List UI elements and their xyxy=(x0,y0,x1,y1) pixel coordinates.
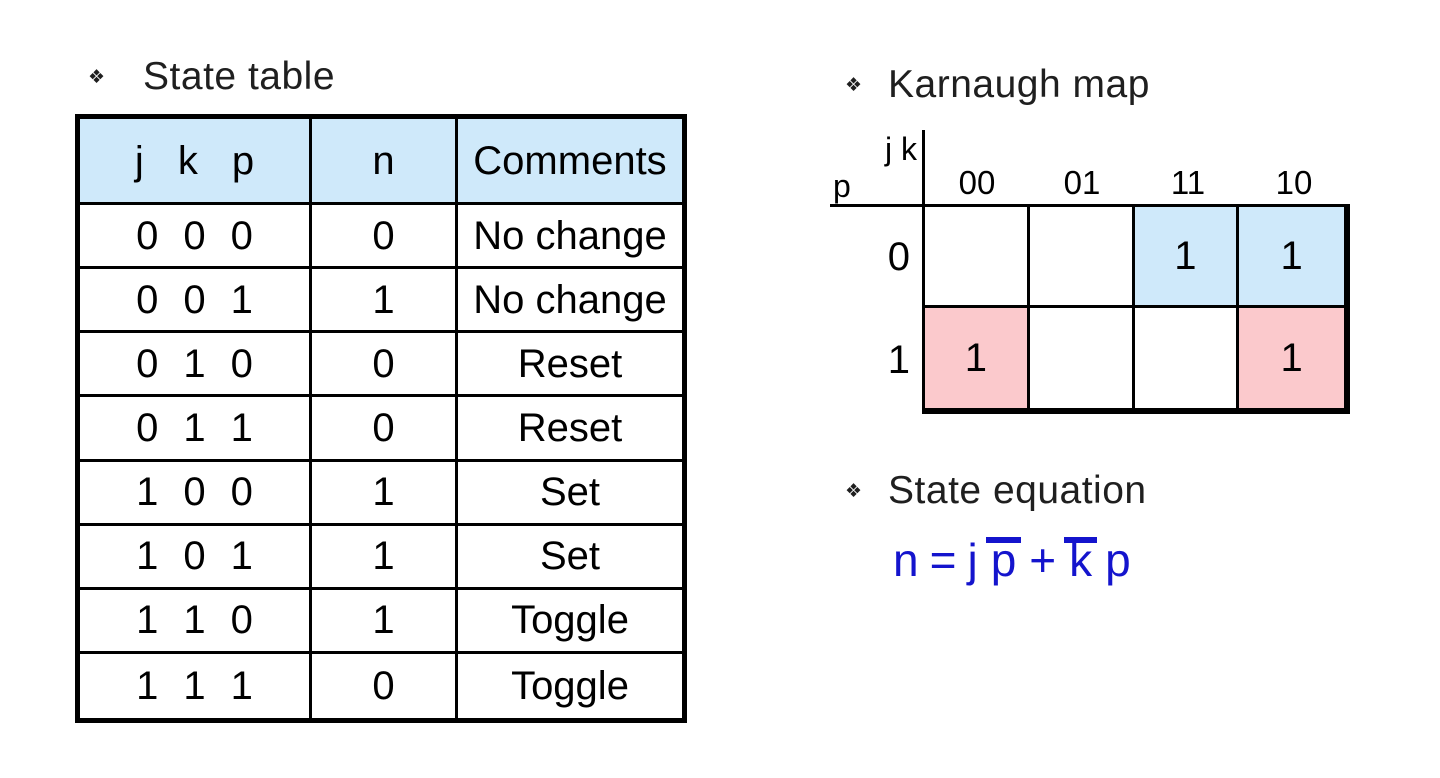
kmap-col-label: 10 xyxy=(1275,164,1313,201)
header-cell-output: n xyxy=(312,119,458,205)
diamond-bullet-icon: ❖ xyxy=(845,479,863,502)
kmap-cell: 1 xyxy=(925,307,1030,408)
kmap-cell: 1 xyxy=(1239,307,1344,408)
cell-comment: No change xyxy=(458,205,682,270)
header-var-j: j xyxy=(134,138,144,183)
kmap-cell: 1 xyxy=(1134,207,1240,308)
equation-lhs: n xyxy=(893,534,919,586)
cell-n: 1 xyxy=(312,525,458,590)
kmap-cell xyxy=(925,207,1030,308)
cell-comment: No change xyxy=(458,269,682,334)
state-equation-formula: n = j p + k p xyxy=(893,534,1131,587)
header-cell-inputs: j k p xyxy=(80,119,312,205)
cell-comment: Reset xyxy=(458,397,682,462)
section-title-text: State equation xyxy=(888,469,1147,512)
kmap-row-label: 1 xyxy=(887,338,910,382)
header-var-k: k xyxy=(177,138,198,183)
kmap-cell xyxy=(1030,307,1135,408)
cell-comment: Set xyxy=(458,462,682,526)
cell-n: 1 xyxy=(312,269,458,334)
cell-n: 0 xyxy=(312,653,458,718)
cell-n: 1 xyxy=(312,589,458,654)
karnaugh-map-grid: 1 1 1 1 xyxy=(922,204,1350,414)
cell-comment: Set xyxy=(458,526,682,590)
state-equation-title: ❖ State equation xyxy=(845,469,1147,513)
kmap-row-variable-label: p xyxy=(833,168,851,204)
equation-plus-sign: + xyxy=(1029,534,1057,586)
header-var-p: p xyxy=(231,138,255,183)
equation-term1-coeff: j xyxy=(967,534,978,586)
state-table-title: ❖ State table xyxy=(88,55,336,99)
section-title-text: State table xyxy=(143,55,336,98)
diamond-bullet-icon: ❖ xyxy=(88,65,106,88)
karnaugh-map-title: ❖ Karnaugh map xyxy=(845,63,1150,107)
kmap-cell xyxy=(1029,207,1135,308)
kmap-axis-vertical-line xyxy=(922,130,925,204)
kmap-cell: 1 xyxy=(1239,207,1344,308)
kmap-col-label: 01 xyxy=(1063,164,1101,201)
kmap-col-label: 11 xyxy=(1170,164,1206,201)
kmap-column-variable-label: j k xyxy=(885,131,917,167)
cell-comment: Toggle xyxy=(458,590,682,654)
cell-n: 0 xyxy=(312,397,458,462)
kmap-row-label: 0 xyxy=(887,235,910,279)
section-title-text: Karnaugh map xyxy=(888,63,1150,106)
kmap-cell xyxy=(1135,307,1240,408)
equation-term1-barred-var: p xyxy=(985,534,1021,586)
header-cell-comments: Comments xyxy=(458,119,682,205)
diamond-bullet-icon: ❖ xyxy=(845,73,863,96)
kmap-col-label: 00 xyxy=(958,164,996,201)
cell-n: 0 xyxy=(312,333,458,398)
cell-comment: Toggle xyxy=(511,663,629,708)
equation-term2-var: p xyxy=(1105,534,1131,586)
equation-equals-sign: = xyxy=(929,534,957,586)
equation-term2-barred-var: k xyxy=(1064,534,1098,586)
kmap-axis-horizontal-line xyxy=(830,204,925,207)
cell-n: 1 xyxy=(312,461,458,526)
cell-n: 0 xyxy=(312,205,458,270)
cell-comment: Reset xyxy=(458,333,682,398)
